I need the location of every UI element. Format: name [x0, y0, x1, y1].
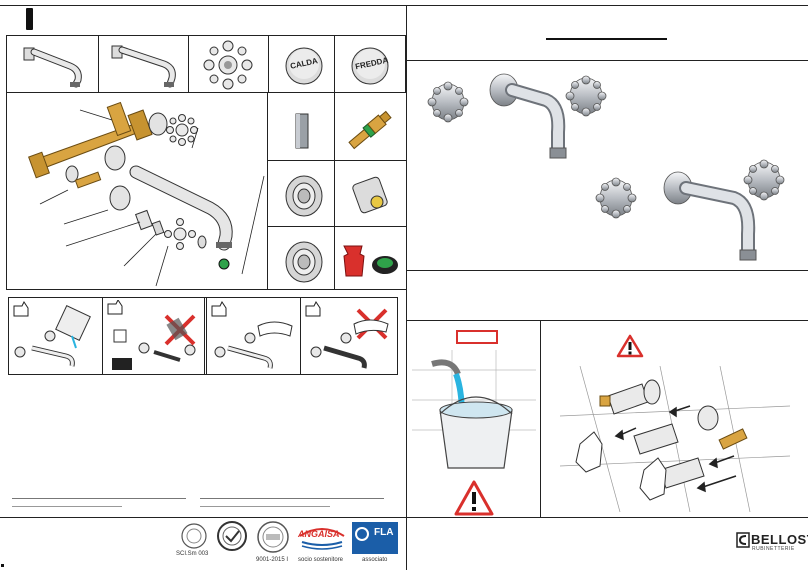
cross-handle-icon [203, 40, 253, 90]
fla-caption: associato [362, 557, 388, 563]
right-lower-vdivider [540, 320, 541, 517]
right-lower-divider [406, 320, 808, 321]
parts-row [6, 35, 406, 93]
footer-divider [0, 517, 808, 518]
red-adapter-icon [343, 245, 365, 277]
product-photo-short [427, 73, 607, 159]
hot-cap-icon [285, 47, 323, 85]
signature-line-3 [200, 498, 384, 499]
cleaning-instructions [8, 297, 398, 375]
spout-short-icon [23, 47, 82, 88]
page-marker-icon [26, 8, 33, 30]
spout-long-icon [111, 45, 176, 88]
angaisa-label: ANGAISA [298, 529, 340, 539]
cleaning-step-1 [13, 301, 91, 367]
cert-seal-1-icon [181, 523, 207, 549]
signature-line-2 [12, 506, 122, 507]
rosette-2-icon [285, 241, 323, 283]
cleaning-step-4 [305, 301, 389, 369]
center-divider [406, 5, 407, 570]
cleaning-step-3 [211, 301, 293, 369]
angaisa-logo [299, 528, 345, 550]
brand-tagline: RUBINETTERIE [752, 546, 795, 552]
corner-dot [1, 564, 4, 567]
parts-grid [268, 93, 406, 290]
fla-logo [352, 522, 398, 554]
right-title-rule [546, 38, 667, 40]
cert-seal-2-icon [217, 521, 247, 551]
fla-mark-icon [355, 527, 369, 541]
pin-icon [295, 113, 309, 149]
cert-1-label: SCI.Sm 003 [176, 551, 209, 557]
cold-cap-icon [351, 47, 389, 85]
sleeve-icon [352, 176, 388, 214]
fla-label: FLA [374, 527, 394, 538]
installation-illustration [560, 366, 790, 512]
green-washer-icon [372, 256, 398, 274]
brand-name: BELLOSTA [751, 532, 808, 547]
rosette-icon [285, 175, 323, 217]
signature-line-1 [12, 498, 186, 499]
exploded-assembly-diagram [28, 101, 265, 287]
cleaning-step-2 [107, 300, 196, 370]
flush-bucket-illustration [412, 350, 536, 469]
warning-triangle-icon [454, 480, 494, 516]
top-border [0, 5, 808, 6]
right-header-divider [406, 60, 808, 61]
warning-triangle-small-icon [616, 334, 644, 358]
bellosta-logo-icon [736, 532, 750, 548]
cert-2-label: 9001-2015 I [256, 557, 289, 563]
red-label-box [456, 330, 498, 344]
exploded-view-panel [6, 93, 268, 290]
right-mid-divider [406, 270, 808, 271]
angaisa-caption: socio sostenitore [298, 557, 344, 563]
cartridge-icon [348, 110, 392, 150]
product-photo-long [595, 159, 785, 261]
cert-seal-3-icon [257, 521, 289, 553]
signature-line-4 [200, 506, 330, 507]
